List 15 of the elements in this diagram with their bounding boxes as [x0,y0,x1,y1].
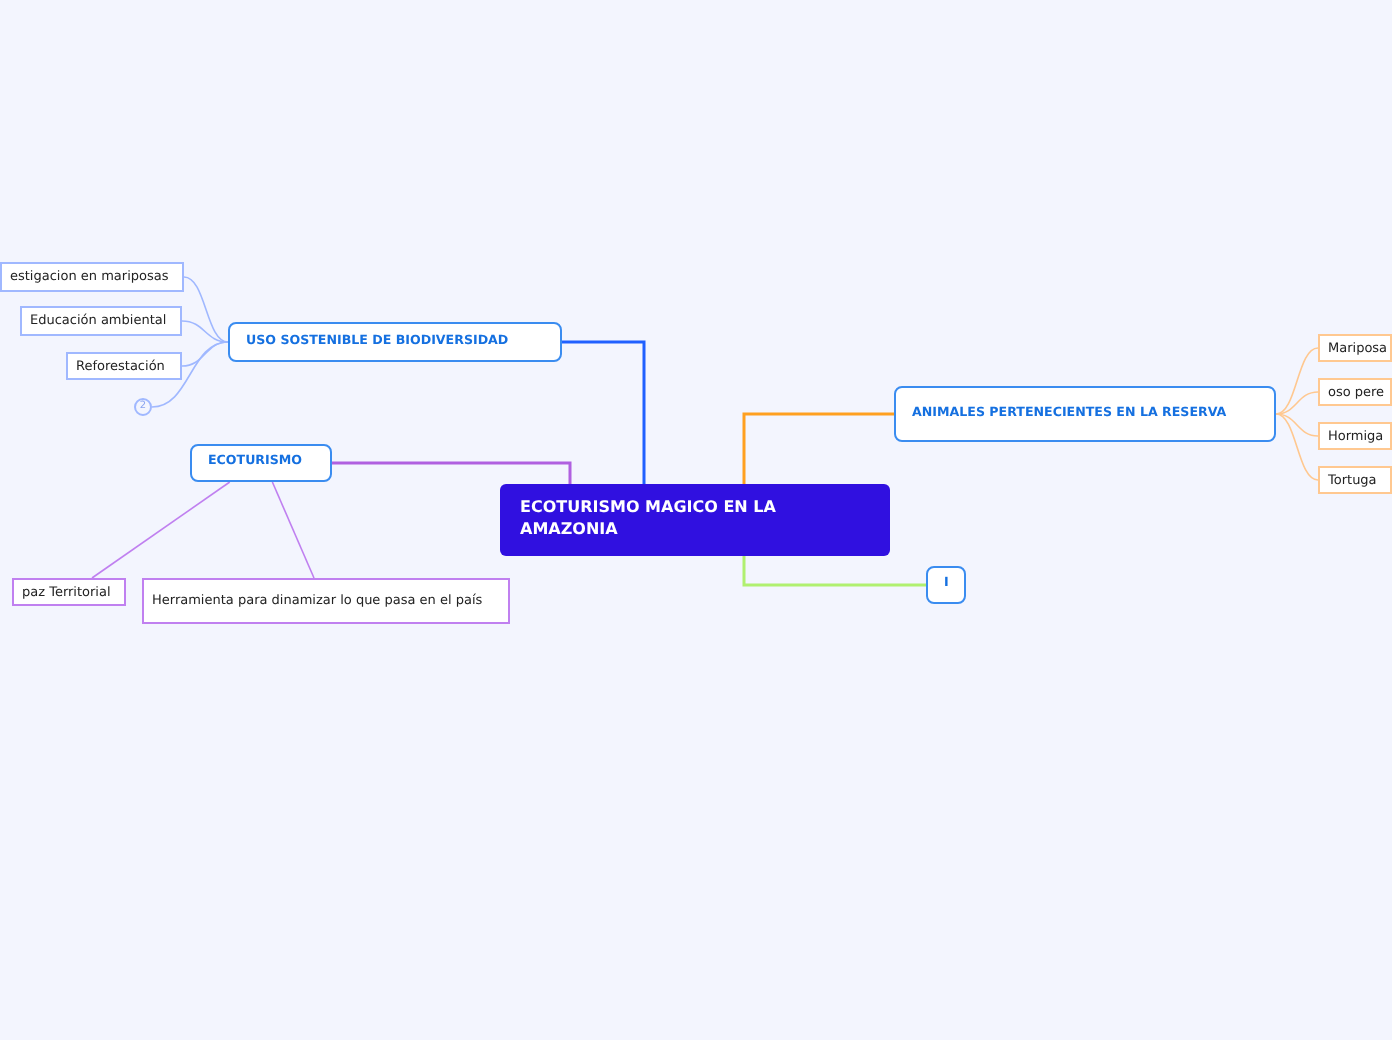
connector-line [332,461,572,484]
connector-line [271,481,315,579]
connector-line [181,341,229,367]
central-topic: ECOTURISMO MAGICO EN LA AMAZONIA [500,484,890,556]
connector-line [1275,413,1319,481]
connector-line [1275,347,1319,415]
connector-line [742,556,926,587]
connector-line [1275,391,1319,415]
connector-line [183,276,229,343]
connector-line [151,341,229,408]
connector-line [742,412,894,484]
connector-line [181,320,229,343]
connector-line [1275,413,1319,437]
connector-line [562,340,646,484]
connector-line [91,481,231,579]
